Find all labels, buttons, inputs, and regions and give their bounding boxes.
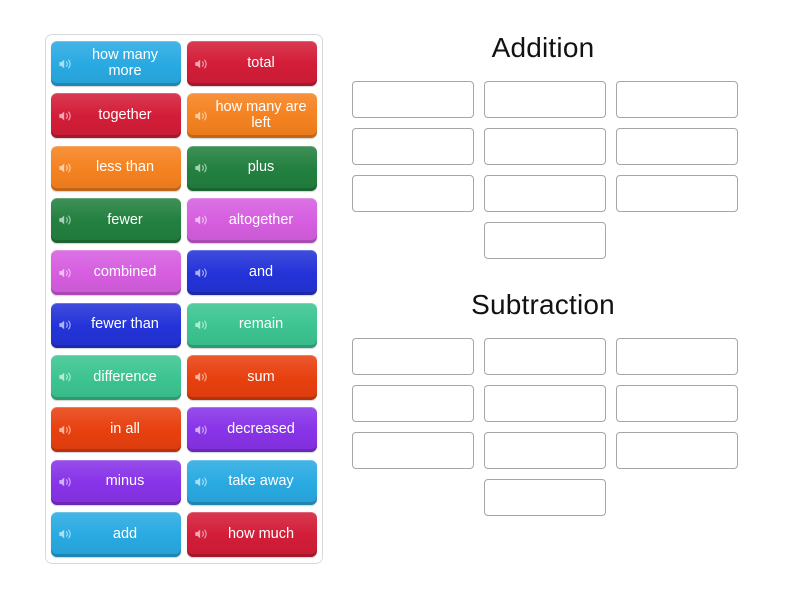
word-tile-label: how much [227,525,295,542]
tile-row: add how much [51,511,317,557]
word-tile[interactable]: fewer [51,197,181,243]
drop-slot-addition[interactable] [352,81,474,118]
word-tile[interactable]: take away [187,459,317,505]
word-tile[interactable]: difference [51,354,181,400]
speaker-icon[interactable] [194,422,209,437]
speaker-icon[interactable] [194,370,209,385]
word-tile-label: how many are left [215,99,307,131]
speaker-icon[interactable] [58,527,73,542]
drop-slot-subtraction[interactable] [484,479,606,516]
speaker-icon[interactable] [58,108,73,123]
speaker-icon[interactable] [194,213,209,228]
drop-slot-addition[interactable] [484,222,606,259]
word-tile-label: remain [238,316,284,333]
speaker-icon[interactable] [58,56,73,71]
drop-slot-addition[interactable] [484,175,606,212]
word-tile[interactable]: total [187,41,317,86]
speaker-icon[interactable] [194,527,209,542]
drop-slot-addition[interactable] [616,128,738,165]
word-tile[interactable]: less than [51,145,181,191]
word-tile-label: total [247,54,275,71]
drop-slot-subtraction[interactable] [352,338,474,375]
speaker-icon[interactable] [194,108,209,123]
category-title-addition: Addition [491,32,595,63]
category-addition: Addition [352,30,772,259]
speaker-icon[interactable] [58,161,73,176]
word-tile-label: take away [228,473,294,490]
drop-slot-subtraction[interactable] [352,385,474,422]
word-tile[interactable]: altogether [187,197,317,243]
word-tile[interactable]: and [187,250,317,296]
tile-row: fewer altogether [51,197,317,243]
word-tile-label: and [248,263,274,280]
word-tile[interactable]: add [51,511,181,557]
drop-slot-addition[interactable] [616,175,738,212]
drop-slot-subtraction[interactable] [616,432,738,469]
drop-slot-grid-addition[interactable] [352,81,772,259]
drop-slot-subtraction[interactable] [616,338,738,375]
word-tile-label: fewer [107,211,143,228]
word-tile[interactable]: combined [51,250,181,296]
category-columns: Addition Subtraction [352,30,772,570]
drop-slot-subtraction[interactable] [484,338,606,375]
word-tile[interactable]: how much [187,511,317,557]
word-tile-label: combined [93,263,157,280]
word-tile[interactable]: together [51,93,181,139]
word-tile-label: add [112,525,138,542]
word-tile-label: in all [110,420,140,437]
speaker-icon[interactable] [194,56,209,71]
tile-row: how many more total [51,41,317,86]
word-tile-label: minus [105,473,145,490]
speaker-icon[interactable] [58,265,73,280]
speaker-icon[interactable] [58,422,73,437]
word-tile[interactable]: plus [187,145,317,191]
drop-slot-addition[interactable] [484,128,606,165]
drop-slot-grid-subtraction[interactable] [352,338,772,516]
word-tile-label: fewer than [91,316,159,333]
drop-slot-addition[interactable] [616,81,738,118]
word-tile[interactable]: fewer than [51,302,181,348]
word-tile-label: sum [247,368,275,385]
word-tile-bank[interactable]: how many more total together how many are l… [45,34,323,564]
drop-slot-addition[interactable] [352,128,474,165]
speaker-icon[interactable] [58,318,73,333]
drop-slot-subtraction[interactable] [484,385,606,422]
word-tile-label: difference [93,368,157,385]
word-tile[interactable]: decreased [187,407,317,453]
word-tile-label: plus [247,159,275,176]
speaker-icon[interactable] [194,265,209,280]
speaker-icon[interactable] [58,370,73,385]
speaker-icon[interactable] [194,475,209,490]
category-subtraction: Subtraction [352,287,772,516]
category-title-subtraction: Subtraction [471,289,615,320]
tile-row: difference sum [51,354,317,400]
word-tile-label: less than [95,159,155,176]
drop-slot-subtraction[interactable] [352,432,474,469]
drop-slot-subtraction[interactable] [616,385,738,422]
word-tile[interactable]: how many are left [187,93,317,139]
tile-row: together how many are left [51,93,317,139]
drop-slot-subtraction[interactable] [484,432,606,469]
drop-slot-addition[interactable] [352,175,474,212]
tile-row: combined and [51,250,317,296]
word-tile[interactable]: in all [51,407,181,453]
tile-row: in all decreased [51,407,317,453]
word-tile-label: how many more [91,46,159,79]
word-tile-label: decreased [227,420,295,437]
word-tile-label: together [98,107,152,123]
tile-row: fewer than remain [51,302,317,348]
drop-slot-addition[interactable] [484,81,606,118]
tile-row: less than plus [51,145,317,191]
word-tile[interactable]: how many more [51,41,181,86]
word-tile-label: altogether [228,211,294,228]
speaker-icon[interactable] [58,475,73,490]
word-tile[interactable]: remain [187,302,317,348]
speaker-icon[interactable] [194,161,209,176]
word-tile[interactable]: minus [51,459,181,505]
speaker-icon[interactable] [58,213,73,228]
tile-row: minus take away [51,459,317,505]
speaker-icon[interactable] [194,318,209,333]
word-tile[interactable]: sum [187,354,317,400]
